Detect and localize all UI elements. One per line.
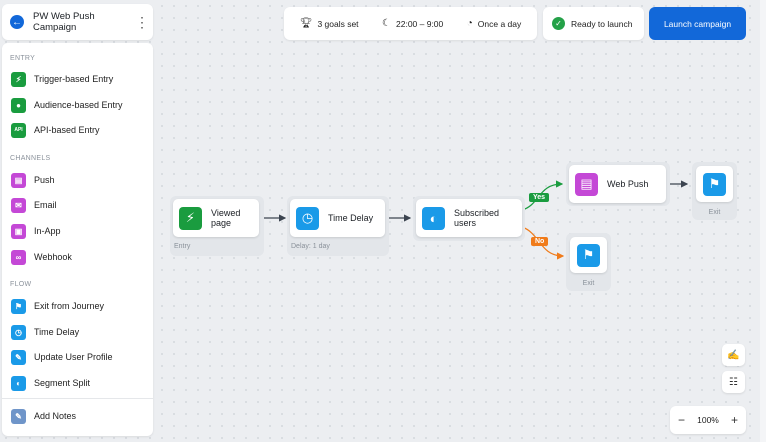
sidebar-item-label: Add Notes — [34, 411, 77, 421]
webhook-icon: ∞ — [11, 249, 26, 265]
yes-branch-badge: Yes — [529, 193, 550, 202]
clock-icon: ◷ — [11, 324, 26, 340]
exit-caption: Exit — [582, 280, 595, 287]
annotate-tool-icon[interactable]: ✍ — [722, 344, 745, 366]
sidebar-item-label: Push — [34, 175, 55, 185]
push-message-icon: ▤ — [575, 172, 598, 196]
node-caption: Entry — [174, 243, 191, 250]
sidebar-item-api-entry[interactable]: API API-based Entry — [11, 121, 146, 139]
sidebar-item-audience-entry[interactable]: ● Audience-based Entry — [11, 96, 146, 114]
node-caption: Delay: 1 day — [291, 243, 330, 250]
node-label: Viewed page — [211, 208, 241, 228]
zoom-controls: − 100% + — [670, 406, 746, 434]
trophy-icon: 🏆︎ — [299, 18, 313, 29]
sidebar-item-label: Time Delay — [34, 327, 80, 337]
sidebar-item-label: Segment Split — [34, 378, 91, 388]
frequency-stat[interactable]: ◔ Once a day — [467, 18, 522, 29]
goals-label: 3 goals set — [317, 18, 359, 29]
time-window-label: 22:00 – 9:00 — [396, 18, 444, 29]
sidebar-item-update-profile[interactable]: ✎ Update User Profile — [11, 348, 146, 366]
sidebar-palette: ENTRY ⚡︎ Trigger-based Entry ● Audience-… — [2, 43, 153, 436]
sidebar-item-segment-split[interactable]: ◐ Segment Split — [11, 374, 146, 392]
sidebar-item-label: Audience-based Entry — [34, 100, 123, 110]
exit-caption: Exit — [708, 209, 721, 216]
sidebar-item-label: Update User Profile — [34, 352, 113, 362]
web-push-node[interactable]: ▤ Web Push — [569, 165, 666, 203]
vertical-scrollbar[interactable] — [760, 0, 766, 442]
check-circle-icon: ✓ — [552, 17, 565, 30]
time-delay-node[interactable]: ◷ Time Delay — [290, 199, 385, 237]
sidebar-item-webhook[interactable]: ∞ Webhook — [11, 248, 146, 266]
segment-split-node[interactable]: ◐ Subscribed users — [416, 199, 522, 237]
user-edit-icon: ✎ — [11, 349, 26, 365]
sidebar-header: ← PW Web Push Campaign ⋮ — [2, 4, 153, 40]
exit-node-bottom[interactable]: ⚑ — [570, 237, 607, 273]
zoom-out-button[interactable]: − — [678, 413, 686, 427]
campaign-stats-bar: 🏆︎ 3 goals set ☾ 22:00 – 9:00 ◔ Once a d… — [284, 7, 537, 40]
flag-icon: ⚑ — [703, 172, 726, 196]
back-arrow-icon[interactable]: ← — [10, 15, 24, 29]
sidebar-item-label: In-App — [34, 226, 61, 236]
in-app-icon: ▣ — [11, 223, 26, 239]
email-icon: ✉ — [11, 197, 26, 213]
segment-icon: ◐ — [11, 375, 26, 391]
clock-icon: ◷ — [296, 206, 319, 230]
lightning-icon: ⚡︎ — [11, 71, 26, 87]
sidebar-item-exit[interactable]: ⚑ Exit from Journey — [11, 297, 146, 315]
book-icon[interactable]: ☷ — [722, 371, 745, 393]
flag-icon: ⚑ — [577, 243, 600, 267]
sidebar-item-label: Email — [34, 200, 57, 210]
section-label-entry: ENTRY — [10, 55, 36, 62]
ready-status: ✓ Ready to launch — [543, 7, 644, 40]
sidebar-item-push[interactable]: ▤ Push — [11, 171, 146, 189]
sidebar-item-add-notes[interactable]: ✎ Add Notes — [11, 407, 146, 425]
quiet-hours-icon: ☾ — [382, 18, 391, 29]
node-label: Subscribed users — [454, 208, 500, 228]
zoom-in-button[interactable]: + — [730, 413, 738, 427]
push-message-icon: ▤ — [11, 172, 26, 188]
entry-node[interactable]: ⚡︎ Viewed page — [173, 199, 259, 237]
zoom-level: 100% — [697, 415, 719, 425]
section-label-flow: FLOW — [10, 281, 32, 288]
goals-stat[interactable]: 🏆︎ 3 goals set — [300, 18, 359, 29]
more-options-icon[interactable]: ⋮ — [135, 13, 149, 30]
sidebar-item-label: Trigger-based Entry — [34, 74, 114, 84]
api-icon: API — [11, 122, 26, 138]
flag-icon: ⚑ — [11, 298, 26, 314]
time-window-stat[interactable]: ☾ 22:00 – 9:00 — [382, 18, 443, 29]
speedometer-icon: ◔ — [466, 18, 473, 29]
sidebar-item-trigger-entry[interactable]: ⚡︎ Trigger-based Entry — [11, 70, 146, 88]
node-label: Time Delay — [328, 213, 374, 223]
divider — [2, 398, 153, 399]
section-label-channels: CHANNELS — [10, 155, 51, 162]
sidebar-item-in-app[interactable]: ▣ In-App — [11, 222, 146, 240]
sidebar-item-label: Webhook — [34, 252, 72, 262]
no-branch-badge: No — [531, 237, 549, 246]
sidebar-item-label: Exit from Journey — [34, 301, 105, 311]
sidebar-item-time-delay[interactable]: ◷ Time Delay — [11, 323, 146, 341]
launch-campaign-button[interactable]: Launch campaign — [649, 7, 746, 40]
sidebar-item-label: API-based Entry — [34, 125, 100, 135]
frequency-label: Once a day — [477, 18, 522, 29]
campaign-title: PW Web Push Campaign — [33, 11, 95, 33]
sidebar-item-email[interactable]: ✉ Email — [11, 196, 146, 214]
ready-label: Ready to launch — [571, 18, 633, 29]
lightning-icon: ⚡︎ — [179, 206, 202, 230]
node-label: Web Push — [607, 179, 649, 189]
segment-icon: ◐ — [422, 206, 445, 230]
users-icon: ● — [11, 97, 26, 113]
exit-node-top[interactable]: ⚑ — [696, 166, 733, 202]
note-icon: ✎ — [11, 408, 26, 424]
